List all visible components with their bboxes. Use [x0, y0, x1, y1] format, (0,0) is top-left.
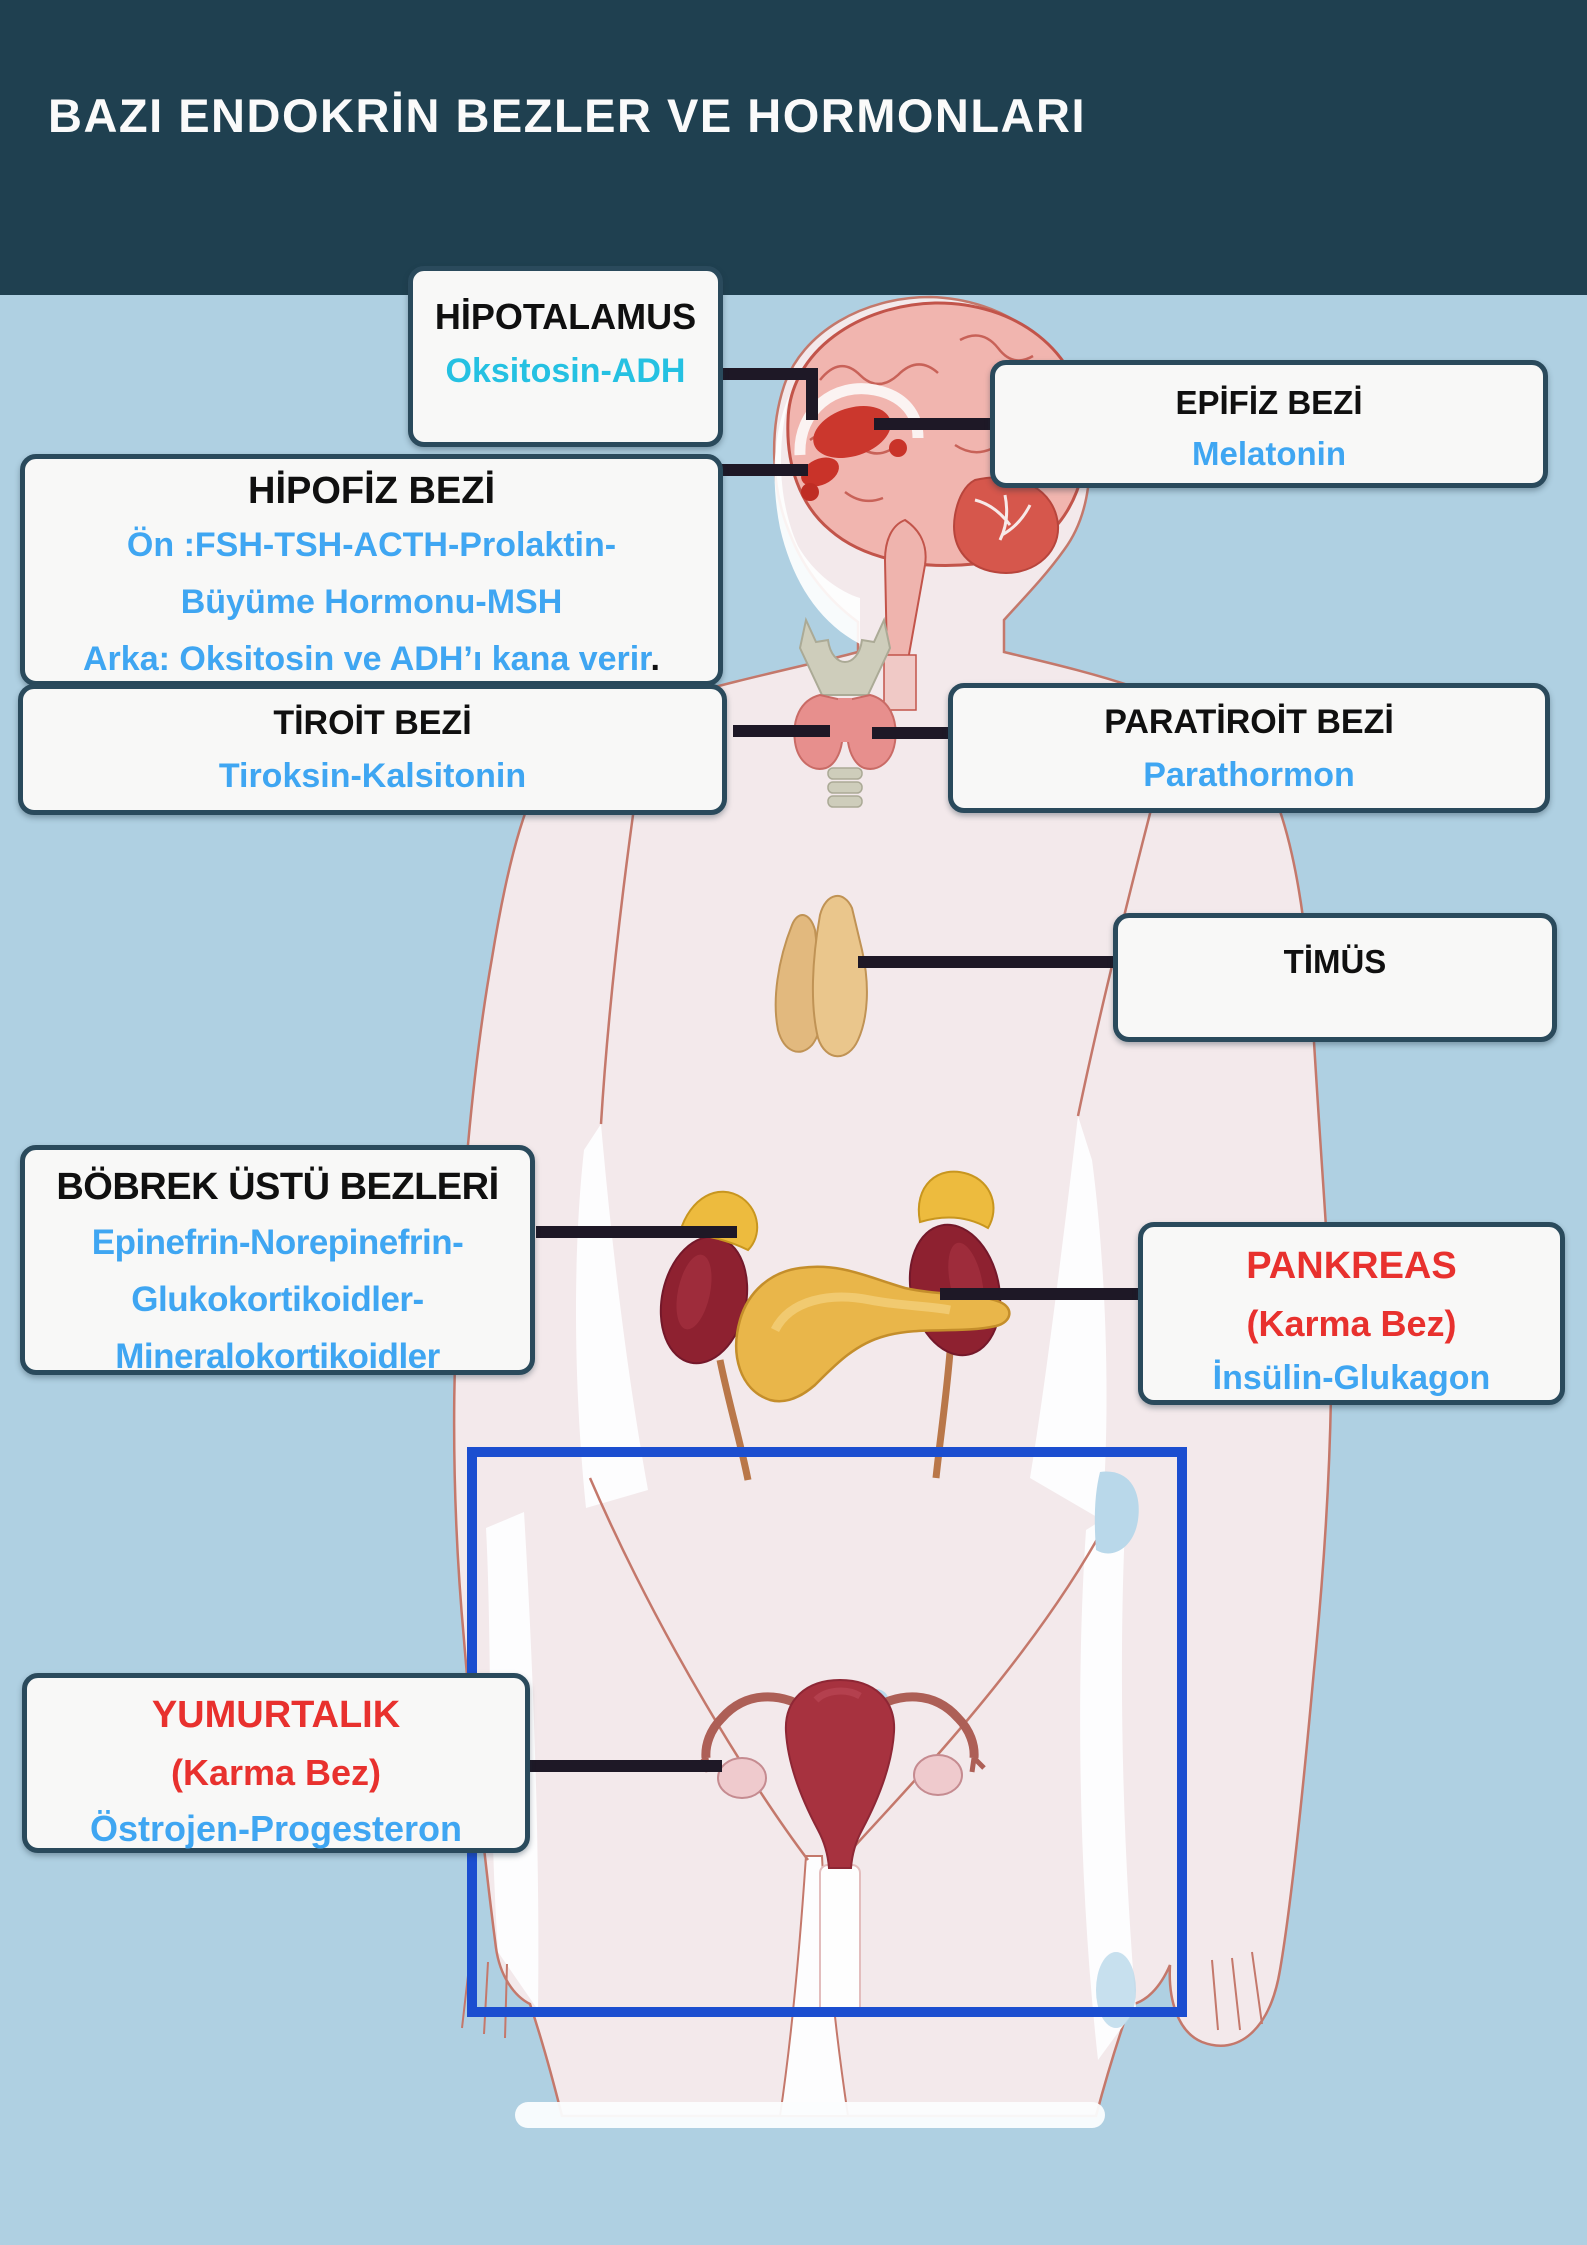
- kidneys-pancreas-illustration: [659, 1170, 1011, 1481]
- gland-name: PANKREAS: [1246, 1245, 1457, 1287]
- left-ovary: [717, 1757, 767, 1799]
- gland-name: PARATİROİT BEZİ: [1104, 703, 1394, 741]
- thymus-illustration: [774, 895, 868, 1058]
- gland-name: HİPOFİZ BEZİ: [248, 470, 495, 512]
- header-band: BAZI ENDOKRİN BEZLER VE HORMONLARI: [0, 0, 1587, 295]
- label-box-paratiroit: PARATİROİT BEZİ Parathormon: [948, 683, 1550, 813]
- thyroid-illustration: [793, 616, 897, 808]
- hormone-list: Tiroksin-Kalsitonin: [218, 756, 527, 795]
- label-box-hipofiz: HİPOFİZ BEZİ Ön :FSH-TSH-ACTH-Prolaktin-…: [20, 454, 723, 686]
- label-box-pankreas: PANKREAS (Karma Bez) İnsülin-Glukagon: [1138, 1222, 1565, 1405]
- hormone-list: Glukokortikoidler-: [131, 1280, 424, 1319]
- larynx: [798, 616, 892, 696]
- gland-type: (Karma Bez): [170, 1751, 382, 1793]
- gland-type: (Karma Bez): [1246, 1302, 1457, 1344]
- hormone-list: Arka: Oksitosin ve ADH’ı kana verir.: [83, 640, 660, 678]
- left-arm-gap: [576, 1124, 648, 1508]
- right-ovary: [913, 1754, 963, 1796]
- left-fallopian-tube: [701, 1692, 815, 1759]
- label-box-bobrek: BÖBREK ÜSTÜ BEZLERİ Epinefrin-Norepinefr…: [20, 1145, 535, 1376]
- gland-name: BÖBREK ÜSTÜ BEZLERİ: [56, 1166, 499, 1208]
- label-box-hipotalamus: HİPOTALAMUS Oksitosin-ADH: [408, 266, 723, 447]
- hormone-list: Büyüme Hormonu-MSH: [180, 583, 563, 621]
- label-box-tiroit: TİROİT BEZİ Tiroksin-Kalsitonin: [18, 684, 727, 815]
- period: .: [650, 640, 660, 678]
- connector-lines: [530, 368, 1139, 1772]
- gland-name: HİPOTALAMUS: [434, 296, 697, 337]
- label-box-yumurtalik: YUMURTALIK (Karma Bez) Östrojen-Progeste…: [22, 1673, 530, 1853]
- gland-name: YUMURTALIK: [151, 1694, 401, 1736]
- corpus-callosum: [794, 383, 924, 456]
- hypothalamus: [801, 457, 839, 487]
- gland-name: TİMÜS: [1283, 943, 1387, 980]
- hormone-list: Östrojen-Progesteron: [89, 1807, 463, 1849]
- right-arm-gap: [1030, 1116, 1107, 1520]
- pineal-gland: [889, 439, 907, 457]
- label-box-timus: TİMÜS: [1113, 913, 1557, 1042]
- uterus-illustration: [694, 1678, 986, 2016]
- label-box-epifiz: EPİFİZ BEZİ Melatonin: [990, 360, 1548, 488]
- thalamus: [813, 406, 891, 458]
- pituitary-gland: [801, 483, 819, 501]
- page-title: BAZI ENDOKRİN BEZLER VE HORMONLARI: [48, 89, 1086, 142]
- hormone-list: Oksitosin-ADH: [445, 351, 686, 390]
- hormone-list: Epinefrin-Norepinefrin-: [91, 1223, 464, 1262]
- hormone-list: Mineralokortikoidler: [115, 1337, 440, 1376]
- face-area: [774, 394, 860, 644]
- hormone-list: Parathormon: [1143, 755, 1355, 794]
- vagina: [819, 1864, 861, 2016]
- connector-hipotalamus: [706, 368, 818, 420]
- uterus: [784, 1678, 896, 1869]
- gland-name: EPİFİZ BEZİ: [1175, 384, 1363, 421]
- hormone-list: İnsülin-Glukagon: [1212, 1358, 1491, 1397]
- hormone-list: Melatonin: [1192, 435, 1346, 473]
- gland-name: TİROİT BEZİ: [273, 704, 472, 742]
- right-adrenal-gland: [917, 1170, 995, 1230]
- hormone-list: Ön :FSH-TSH-ACTH-Prolaktin-: [126, 526, 617, 564]
- right-fallopian-tube: [865, 1692, 979, 1759]
- right-side-gap: [1080, 1505, 1136, 2060]
